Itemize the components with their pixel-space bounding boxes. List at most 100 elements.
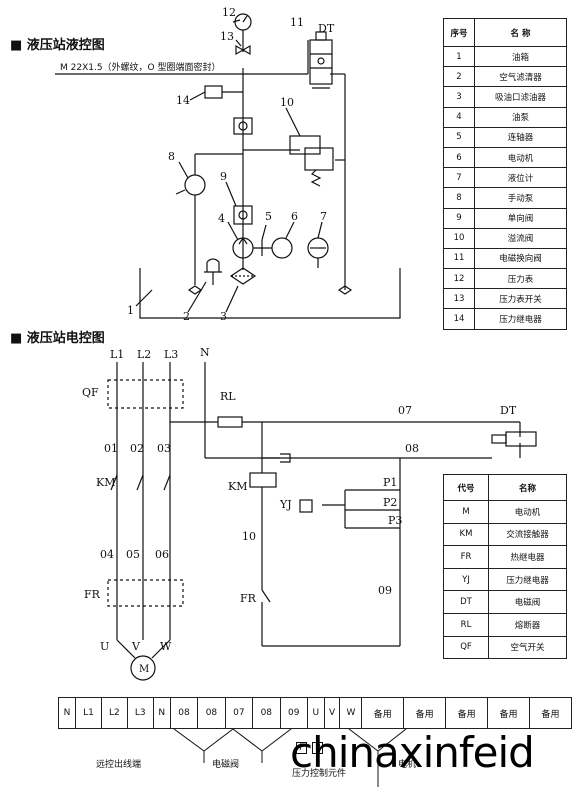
table-cell-code: DT — [443, 590, 489, 614]
terminal-w: W — [160, 640, 172, 653]
table-cell-name: 压力继电器 — [474, 308, 567, 330]
wire-02: 02 — [130, 442, 144, 455]
pressure-relay-yj-symbol — [299, 499, 313, 513]
table-cell-code: M — [443, 500, 489, 524]
yj-label: YJ — [279, 498, 292, 511]
table-cell-code: 4 — [443, 106, 475, 128]
wire-09: 09 — [378, 584, 392, 597]
callout-7: 7 — [320, 210, 327, 223]
watermark: chinaxinfeid — [290, 728, 535, 777]
terminal-cell: 备用 — [528, 697, 573, 729]
motor-m-symbol — [130, 655, 156, 681]
fr-contact-label: FR — [240, 592, 257, 605]
terminal-cell: L2 — [100, 697, 128, 729]
table-cell-name: 液位计 — [474, 167, 567, 189]
caption-motor: 电机 — [398, 760, 417, 770]
table-cell-code: 14 — [443, 308, 475, 330]
table-cell-code: YJ — [443, 567, 489, 592]
table-cell-name: 压力表开关 — [474, 288, 567, 310]
wire-10: 10 — [242, 530, 256, 543]
table-cell-name: 手动泵 — [474, 187, 567, 209]
p3-label: P3 — [388, 514, 402, 527]
terminal-cell: N — [152, 697, 171, 729]
caption-solenoid: 电磁阀 — [212, 760, 240, 770]
terminal-cell: 08 — [169, 697, 199, 729]
table-header: 序号 — [443, 18, 475, 47]
table-cell-name: 油箱 — [474, 45, 567, 68]
table-cell-code: QF — [443, 635, 489, 660]
callout-2: 2 — [183, 310, 190, 323]
table-cell-code: 5 — [443, 126, 475, 148]
phase-label-l2: L2 — [137, 348, 151, 361]
table-cell-code: 1 — [443, 45, 475, 68]
phase-label-n: N — [200, 346, 210, 359]
pressure-sub-p1: P — [296, 742, 308, 754]
table-cell-code: KM — [443, 522, 489, 547]
pressure-sub-p2: P — [312, 742, 324, 754]
table-cell-code: 12 — [443, 268, 475, 290]
km-label: KM — [96, 476, 115, 489]
callout-9: 9 — [220, 170, 227, 183]
table-cell-code: RL — [443, 612, 489, 637]
table-cell-code: 6 — [443, 146, 475, 169]
gauge-switch-symbol — [235, 44, 251, 56]
fr-label: FR — [84, 588, 101, 601]
p2-label: P2 — [383, 496, 397, 509]
terminal-u: U — [100, 640, 109, 653]
electric-schematic: L1 L2 L3 N QF 01 02 03 KM 04 05 06 FR U … — [82, 346, 537, 681]
rl-label: RL — [220, 390, 236, 403]
terminal-cell: 备用 — [487, 697, 530, 729]
table-cell-name: 压力继电器 — [488, 567, 567, 592]
table-cell-name: 空气滤清器 — [474, 66, 567, 88]
table-cell-code: 2 — [443, 66, 475, 88]
terminal-cell: U — [306, 697, 325, 729]
table-cell-name: 溢流阀 — [474, 227, 567, 249]
terminal-cell: 备用 — [361, 697, 405, 729]
table-cell-name: 吸油口滤油器 — [474, 86, 567, 108]
qf-label: QF — [82, 386, 99, 399]
callout-10: 10 — [280, 96, 294, 109]
wire-07: 07 — [398, 404, 412, 417]
hydraulic-schematic: 12 13 14 10 8 9 4 5 6 7 1 2 3 11 DT — [55, 6, 401, 323]
table-cell-code: FR — [443, 545, 489, 569]
terminal-cell: 08 — [252, 697, 281, 729]
terminal-v: V — [131, 640, 141, 653]
dt-label-hydraulic: DT — [318, 22, 335, 35]
callout-12: 12 — [222, 6, 236, 19]
table-cell-name: 连轴器 — [474, 126, 567, 148]
table-header: 名 称 — [474, 18, 567, 47]
terminal-cell: 08 — [197, 697, 226, 729]
caption-pressure: 压力控制元件 — [292, 769, 347, 779]
callout-1: 1 — [127, 304, 134, 317]
table-cell-name: 空气开关 — [488, 635, 567, 660]
phase-label-l1: L1 — [110, 348, 124, 361]
motor-symbol — [271, 237, 293, 259]
table-cell-code: 9 — [443, 207, 475, 229]
terminal-cell: 备用 — [445, 697, 489, 729]
callout-3: 3 — [220, 310, 227, 323]
wire-06: 06 — [155, 548, 169, 561]
wire-01: 01 — [104, 442, 118, 455]
terminal-cell: N — [57, 697, 77, 729]
wire-03: 03 — [157, 442, 171, 455]
table-cell-name: 单向阀 — [474, 207, 567, 229]
table-cell-name: 热继电器 — [488, 545, 567, 569]
electric-title: ■ 液压站电控图 — [10, 331, 105, 346]
tank-outline — [139, 268, 401, 319]
solenoid-valve-symbol — [309, 39, 333, 85]
